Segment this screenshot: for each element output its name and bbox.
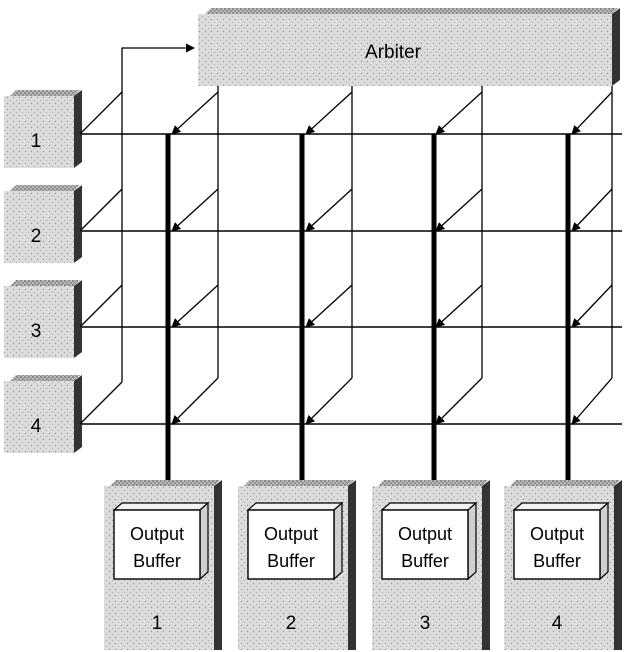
output-buffer — [247, 509, 335, 580]
request-line-to-arbiter — [121, 43, 195, 382]
input-port-top-face — [10, 185, 80, 191]
input-port-front-face — [4, 381, 74, 453]
control-arrow — [171, 91, 219, 135]
control-arrow — [435, 377, 483, 425]
output-port-4: Output Buffer 4 — [504, 480, 622, 650]
control-arrow — [435, 284, 483, 328]
input-port-top-face — [10, 375, 80, 381]
request-line-2 — [79, 188, 123, 232]
output-buffer-top — [380, 502, 478, 511]
arbiter-control-lines — [171, 86, 613, 425]
input-port-side-face — [74, 375, 82, 453]
arbiter-request-lines — [79, 43, 195, 425]
control-arrow — [435, 188, 483, 232]
output-port-label: 2 — [286, 613, 297, 634]
output-port-top-face — [110, 480, 220, 486]
output-port-top-face — [378, 480, 488, 486]
arbiter-top-face — [205, 8, 618, 14]
control-arrow — [171, 284, 219, 328]
arbiter-block: Arbiter — [198, 8, 620, 86]
output-port-label: 4 — [552, 613, 563, 634]
input-port-front-face — [4, 286, 74, 358]
output-columns — [165, 134, 571, 480]
control-arrow — [171, 377, 219, 425]
output-port-1: Output Buffer 1 — [104, 480, 222, 650]
input-port-2: 2 — [4, 185, 82, 263]
output-port-side-face — [614, 480, 622, 650]
input-port-label: 1 — [31, 131, 42, 152]
input-port-1: 1 — [4, 90, 82, 168]
output-port-3: Output Buffer 3 — [372, 480, 490, 650]
output-buffer — [381, 509, 469, 580]
output-buffer-line1: Output — [264, 524, 318, 544]
output-buffer-line1: Output — [130, 524, 184, 544]
input-port-side-face — [74, 185, 82, 263]
arbiter-front-face — [198, 14, 612, 86]
control-arrow — [571, 284, 613, 328]
output-buffer-side — [599, 501, 609, 581]
control-arrow — [171, 188, 219, 232]
input-port-front-face — [4, 191, 74, 263]
output-buffer-side — [333, 501, 343, 581]
control-arrow — [571, 188, 613, 232]
output-buffer-top — [246, 502, 344, 511]
input-port-label: 2 — [31, 226, 42, 247]
output-port-top-face — [510, 480, 620, 486]
control-arrow — [571, 91, 613, 135]
output-buffer-line2: Buffer — [267, 551, 315, 571]
output-buffer-line1: Output — [530, 524, 584, 544]
control-arrow — [435, 91, 483, 135]
arbiter-side-face — [612, 8, 620, 86]
output-buffer — [113, 509, 201, 580]
control-arrow — [305, 91, 353, 135]
control-arrow — [571, 377, 613, 425]
request-line-3 — [79, 284, 123, 328]
input-port-4: 4 — [4, 375, 82, 453]
output-buffer-side — [199, 501, 209, 581]
output-buffer-top — [112, 502, 210, 511]
request-line-4 — [79, 381, 123, 425]
input-port-front-face — [4, 96, 74, 168]
input-port-top-face — [10, 280, 80, 286]
output-port-2: Output Buffer 2 — [238, 480, 356, 650]
output-buffer — [513, 509, 601, 580]
output-port-label: 1 — [152, 613, 163, 634]
output-buffer-line2: Buffer — [401, 551, 449, 571]
output-port-top-face — [244, 480, 354, 486]
control-arrow — [305, 284, 353, 328]
request-line-1 — [79, 91, 123, 135]
output-buffer-top — [512, 502, 610, 511]
input-port-side-face — [74, 280, 82, 358]
arbiter-label: Arbiter — [365, 42, 422, 63]
output-buffer-line2: Buffer — [533, 551, 581, 571]
control-arrow — [305, 377, 353, 425]
output-port-label: 3 — [420, 613, 431, 634]
input-port-top-face — [10, 90, 80, 96]
output-buffer-line1: Output — [398, 524, 452, 544]
input-port-side-face — [74, 90, 82, 168]
output-port-side-face — [348, 480, 356, 650]
control-arrow — [305, 188, 353, 232]
input-port-3: 3 — [4, 280, 82, 358]
output-port-side-face — [482, 480, 490, 650]
output-buffer-line2: Buffer — [133, 551, 181, 571]
output-port-side-face — [214, 480, 222, 650]
input-port-label: 4 — [31, 416, 42, 437]
output-buffer-side — [467, 501, 477, 581]
input-port-label: 3 — [31, 321, 42, 342]
